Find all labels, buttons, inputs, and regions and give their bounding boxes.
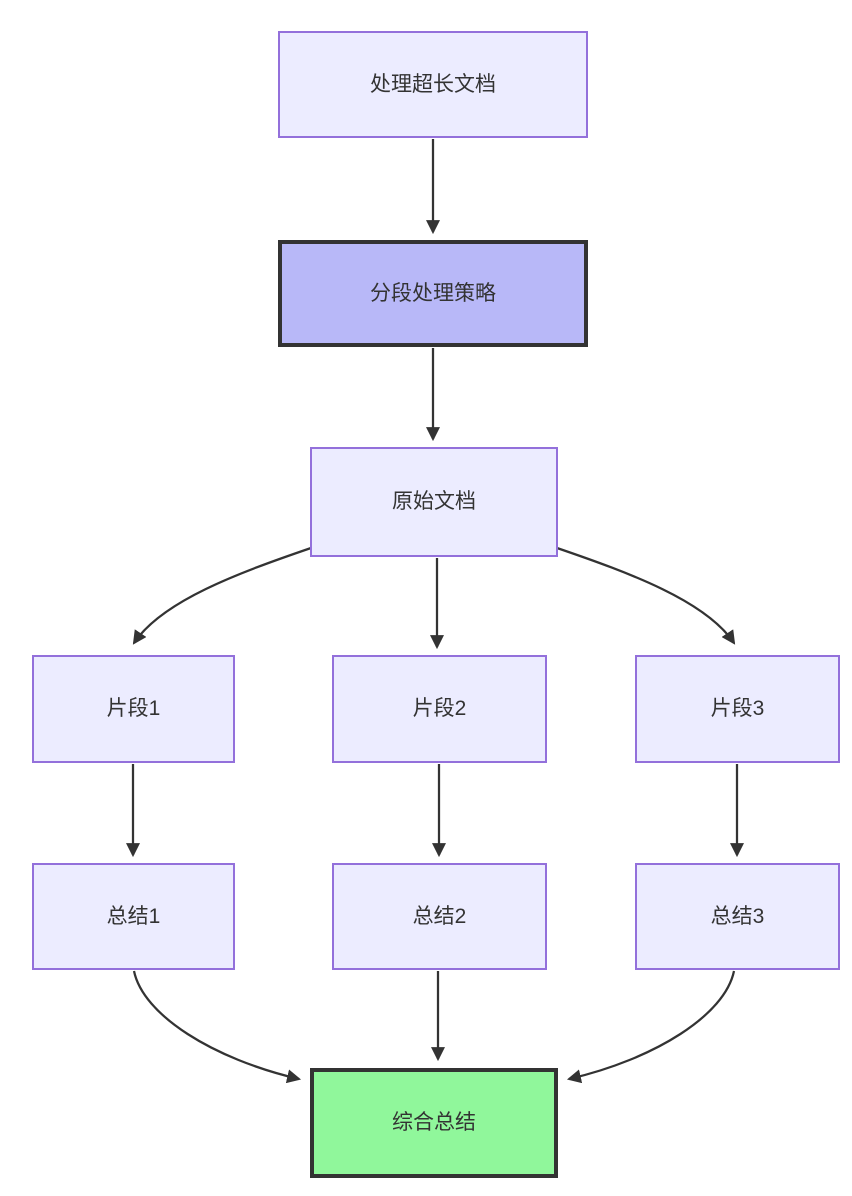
- node-final-summary: 综合总结: [310, 1068, 558, 1178]
- edge-summary-3-to-final-summary: [566, 970, 736, 1084]
- node-summary-1-label: 总结1: [106, 904, 161, 928]
- edge-original-doc-to-fragment-1: [132, 546, 312, 645]
- node-handle-long-doc: 处理超长文档: [278, 31, 588, 138]
- node-fragment-2-label: 片段2: [412, 697, 467, 721]
- node-original-doc: 原始文档: [310, 447, 558, 557]
- node-segment-strategy-label: 分段处理策略: [370, 281, 496, 305]
- node-original-doc-label: 原始文档: [392, 490, 476, 514]
- node-fragment-3-label: 片段3: [710, 697, 765, 721]
- node-segment-strategy: 分段处理策略: [278, 240, 588, 347]
- node-fragment-2: 片段2: [332, 655, 547, 763]
- node-summary-3: 总结3: [635, 863, 840, 970]
- edge-summary-1-to-final-summary: [132, 970, 302, 1084]
- node-fragment-1: 片段1: [32, 655, 235, 763]
- node-summary-3-label: 总结3: [710, 904, 765, 928]
- node-handle-long-doc-label: 处理超长文档: [370, 72, 496, 96]
- node-summary-1: 总结1: [32, 863, 235, 970]
- node-summary-2-label: 总结2: [412, 904, 467, 928]
- node-summary-2: 总结2: [332, 863, 547, 970]
- node-final-summary-label: 综合总结: [392, 1111, 476, 1135]
- node-fragment-1-label: 片段1: [106, 697, 161, 721]
- node-fragment-3: 片段3: [635, 655, 840, 763]
- edge-original-doc-to-fragment-3: [556, 546, 736, 645]
